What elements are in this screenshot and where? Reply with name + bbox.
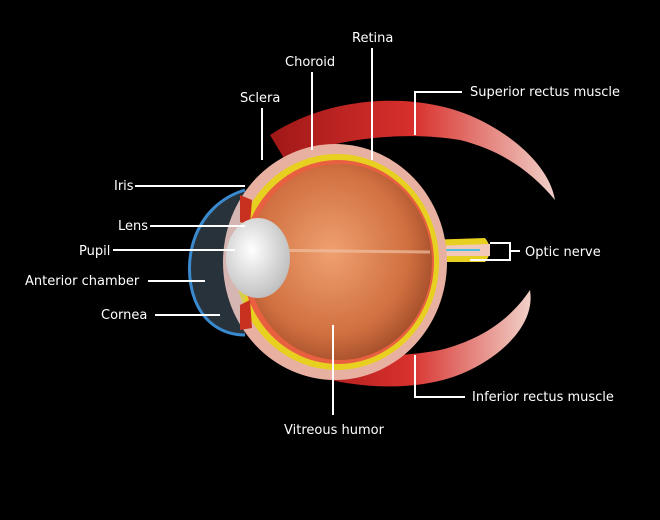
label-choroid: Choroid xyxy=(285,55,335,70)
label-cornea: Cornea xyxy=(101,308,147,323)
label-iris: Iris xyxy=(114,179,134,194)
iris xyxy=(240,195,252,225)
lens xyxy=(226,218,290,298)
label-superior-rectus-muscle: Superior rectus muscle xyxy=(470,85,620,100)
label-optic-nerve: Optic nerve xyxy=(525,245,601,260)
vitreous-humor xyxy=(248,164,432,360)
label-lens: Lens xyxy=(118,219,148,234)
label-anterior-chamber: Anterior chamber xyxy=(25,274,140,289)
label-sclera: Sclera xyxy=(240,91,280,106)
superior-rectus-muscle xyxy=(270,100,555,200)
label-pupil: Pupil xyxy=(79,244,110,259)
leader-lines xyxy=(113,48,520,415)
label-vitreous-humor: Vitreous humor xyxy=(284,423,385,438)
label-retina: Retina xyxy=(352,31,393,46)
label-inferior-rectus-muscle: Inferior rectus muscle xyxy=(472,390,614,405)
